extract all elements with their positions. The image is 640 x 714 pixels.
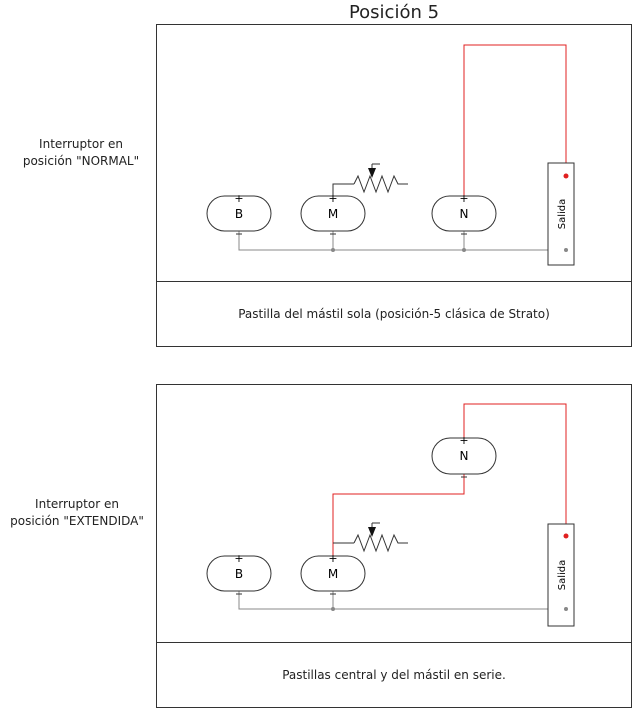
caption-text: Pastilla del mástil sola (posición-5 clá… xyxy=(238,306,550,321)
pot-wire xyxy=(332,183,354,196)
plus-sign: + xyxy=(328,552,337,565)
pickup-b xyxy=(206,555,272,592)
pot-arrow xyxy=(368,168,376,178)
output-jack xyxy=(547,162,575,266)
side-label-line2: posición "EXTENDIDA" xyxy=(10,514,144,528)
plus-sign: + xyxy=(459,434,468,447)
pickup-n xyxy=(431,195,497,232)
junction-dot xyxy=(564,248,568,252)
pickup-m xyxy=(300,195,366,232)
pickup-b-label: B xyxy=(235,567,243,581)
side-label-normal: Interruptor en posición "NORMAL" xyxy=(6,136,156,170)
caption-normal: Pastilla del mástil sola (posición-5 clá… xyxy=(156,281,632,347)
pickup-m xyxy=(300,555,366,592)
side-label-extendida: Interruptor en posición "EXTENDIDA" xyxy=(2,496,152,530)
output-dot xyxy=(563,533,569,539)
plus-sign: + xyxy=(234,192,243,205)
pickup-n xyxy=(431,437,497,475)
side-label-line2: posición "NORMAL" xyxy=(22,154,140,168)
ground-wire xyxy=(238,231,566,251)
pickup-n-label: N xyxy=(460,449,469,463)
junction-dot xyxy=(331,248,335,252)
junction-dot xyxy=(462,248,466,252)
caption-text: Pastillas central y del mástil en serie. xyxy=(282,667,506,682)
pickup-n-label: N xyxy=(460,207,469,221)
plus-sign: + xyxy=(328,192,337,205)
wiring-extendida: N B M + + + Salida xyxy=(206,403,575,627)
plus-sign: + xyxy=(234,552,243,565)
hot-wire xyxy=(463,403,567,536)
hot-wire xyxy=(463,44,567,196)
diagram-panel-normal xyxy=(156,24,632,282)
page-title: Posición 5 xyxy=(348,2,440,23)
output-label: Salida xyxy=(557,560,568,591)
potentiometer xyxy=(353,174,408,194)
ground-wire xyxy=(238,591,566,610)
series-wire xyxy=(332,474,465,556)
side-label-line1: Interruptor en xyxy=(39,137,123,151)
wiring-normal: B M N + + + Salida xyxy=(206,44,575,266)
pot-arrow xyxy=(368,527,376,537)
caption-extendida: Pastillas central y del mástil en serie. xyxy=(156,642,632,708)
junction-dot xyxy=(564,607,568,611)
diagram-panel-extendida xyxy=(156,384,632,643)
side-label-line1: Interruptor en xyxy=(35,497,119,511)
junction-dot xyxy=(331,607,335,611)
pickup-m-label: M xyxy=(328,207,338,221)
plus-sign: + xyxy=(459,192,468,205)
pickup-b-label: B xyxy=(235,207,243,221)
pickup-m-label: M xyxy=(328,567,338,581)
output-jack xyxy=(547,523,575,627)
potentiometer xyxy=(353,533,408,553)
output-dot xyxy=(563,173,569,179)
pickup-b xyxy=(206,195,272,232)
output-label: Salida xyxy=(557,199,568,230)
